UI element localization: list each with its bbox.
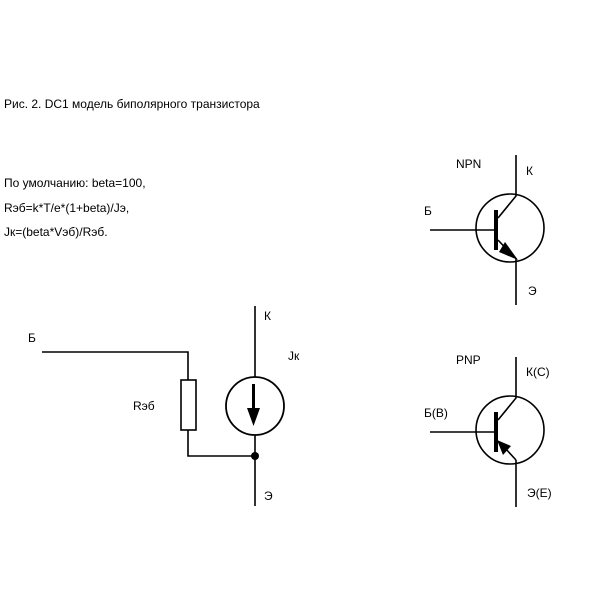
model-source-label: Jк (288, 349, 300, 363)
npn-emitter-label: Э (528, 284, 537, 298)
model-resistor-label: Rэб (133, 399, 155, 413)
defaults-line-1: По умолчанию: beta=100, (4, 176, 146, 190)
pnp-base-label: Б(В) (424, 406, 448, 420)
model-emitter-label: Э (264, 489, 273, 503)
resistor-reb (180, 379, 197, 431)
model-collector-label: К (264, 309, 271, 323)
model-base-label: Б (28, 331, 36, 345)
pnp-collector-lead (497, 357, 517, 421)
pnp-collector-label: К(С) (526, 365, 550, 379)
dc1-model-circuit: Б К Э Rэб Jк (28, 306, 300, 506)
npn-base-label: Б (424, 204, 432, 218)
figure-caption: Рис. 2. DC1 модель биполярного транзисто… (4, 97, 260, 111)
npn-title: NPN (456, 157, 481, 171)
npn-envelope (475, 193, 545, 263)
npn-collector-label: К (526, 164, 533, 178)
base-wire (42, 351, 189, 380)
resistor-to-node-wire (187, 430, 255, 457)
pnp-envelope (475, 395, 545, 465)
pnp-emitter-arrow (497, 440, 511, 455)
npn-transistor-symbol: NPN Б К Э (424, 155, 545, 305)
defaults-line-3: Jк=(beta*Vэб)/Rэб. (4, 225, 108, 239)
pnp-emitter-label: Э(Е) (527, 486, 552, 500)
pnp-title: PNP (456, 353, 481, 367)
npn-collector-lead (497, 155, 517, 219)
npn-emitter-arrow (499, 242, 518, 260)
defaults-line-2: Rэб=k*T/e*(1+beta)/Jэ, (4, 201, 130, 215)
pnp-transistor-symbol: PNP Б(В) К(С) Э(Е) (424, 353, 552, 507)
current-arrow-head (247, 408, 260, 426)
